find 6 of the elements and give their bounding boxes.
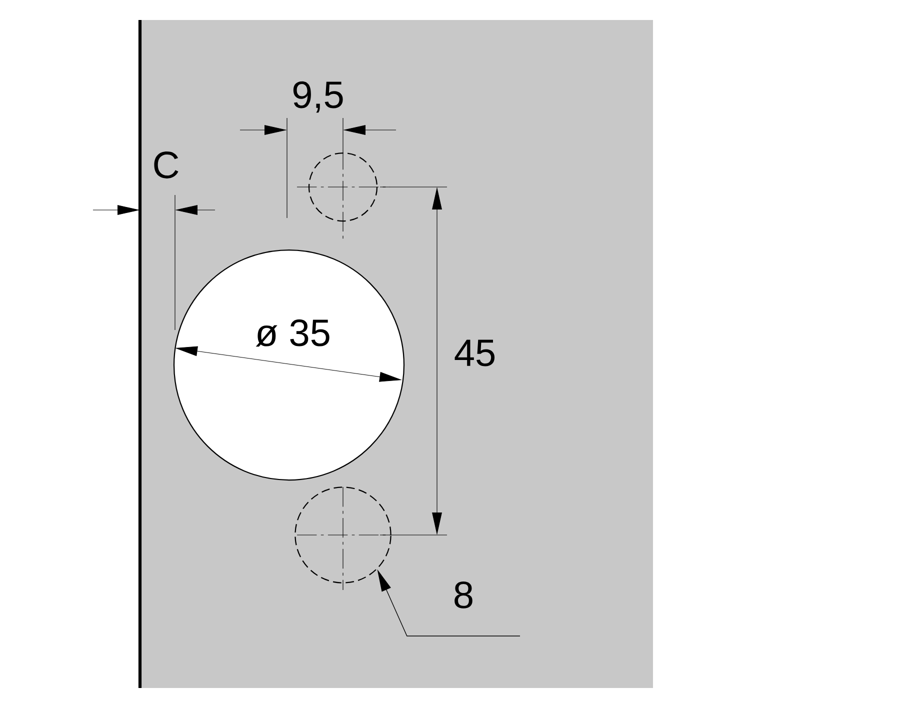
dimension-label: 45 — [454, 340, 495, 366]
callout-number: 8 — [454, 582, 472, 608]
dimension-label: C — [154, 152, 178, 178]
dimension-label: ø 35 — [256, 319, 330, 347]
hole-circle — [294, 486, 392, 584]
dimension-label: 9,5 — [293, 81, 343, 113]
